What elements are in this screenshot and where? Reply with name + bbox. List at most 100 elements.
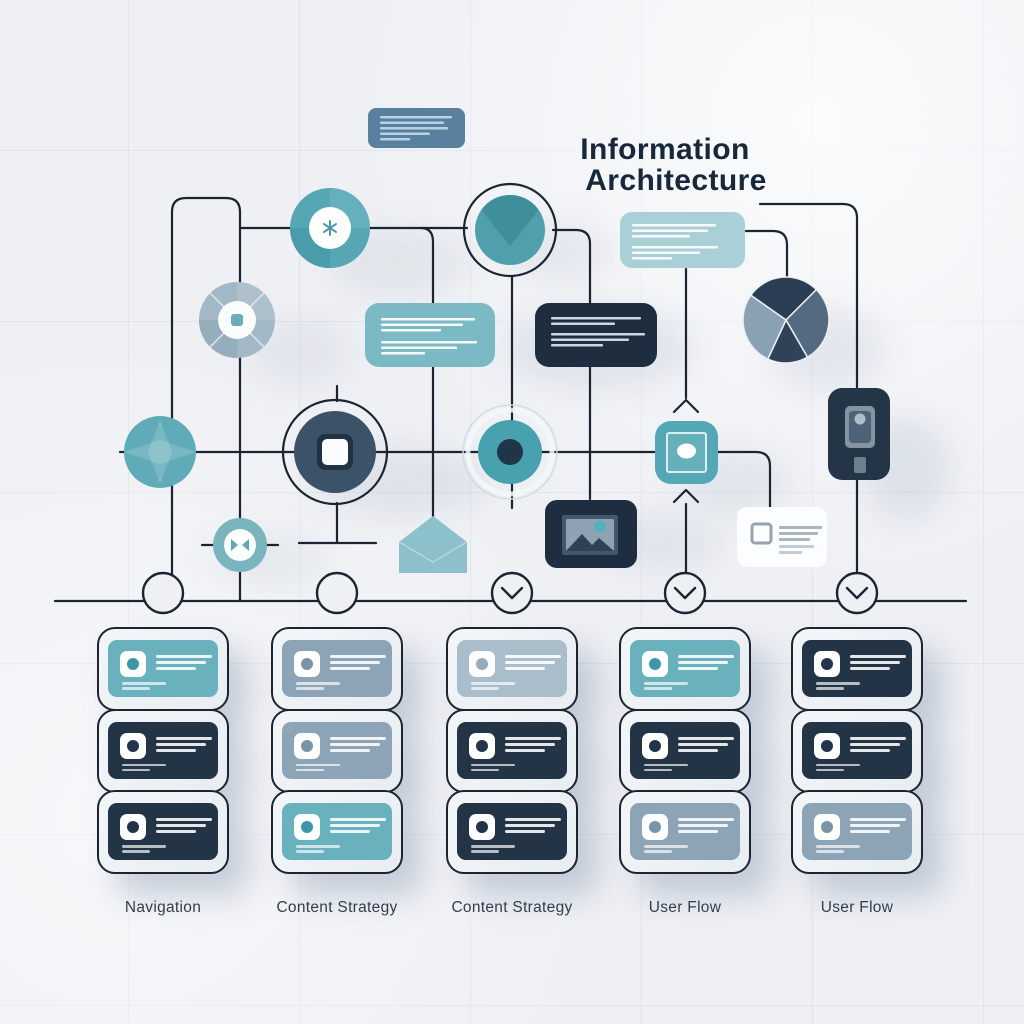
card-text-line bbox=[296, 845, 340, 848]
content-strategy-2-stack bbox=[446, 627, 578, 874]
connector-pie bbox=[744, 229, 789, 280]
card-face-dark bbox=[108, 721, 218, 779]
card-text-line bbox=[850, 667, 890, 670]
card-text-line bbox=[850, 736, 906, 740]
user-flow-1-card-1[interactable] bbox=[619, 627, 751, 711]
page-title: Information Architecture bbox=[540, 134, 790, 196]
card-text-line bbox=[505, 830, 545, 833]
navigation-label: Navigation bbox=[124, 899, 202, 916]
butterfly-node bbox=[213, 518, 267, 572]
card-face-bluegray bbox=[802, 803, 912, 860]
card-face-teal bbox=[282, 803, 392, 860]
content-strategy-2-label: Content Strategy bbox=[451, 899, 573, 916]
card-text-line bbox=[678, 667, 718, 670]
card-text-line bbox=[850, 818, 906, 821]
content-strategy-2-card-2[interactable] bbox=[446, 708, 578, 793]
content-strategy-1-label: Content Strategy bbox=[276, 899, 398, 916]
user-flow-1-card-2[interactable] bbox=[619, 708, 751, 793]
card-face-lightgray bbox=[457, 640, 567, 697]
card-avatar-icon bbox=[469, 732, 495, 759]
content-strategy-1-card-2[interactable] bbox=[271, 708, 403, 793]
card-text-line bbox=[644, 850, 672, 853]
divider-marker-1 bbox=[141, 571, 185, 615]
card-text-line bbox=[156, 655, 212, 658]
card-avatar-icon bbox=[814, 732, 840, 759]
cloud-icon bbox=[677, 443, 696, 459]
content-strategy-1-card-1[interactable] bbox=[271, 627, 403, 711]
card-avatar-icon bbox=[120, 814, 146, 840]
card-text-line bbox=[850, 824, 900, 827]
card-text-line bbox=[471, 845, 515, 848]
divider-marker-5 bbox=[835, 571, 879, 615]
card-text-line bbox=[156, 742, 206, 746]
card-text-line bbox=[816, 850, 844, 853]
card-text-line bbox=[156, 830, 196, 833]
arrow-up-icon bbox=[672, 488, 700, 504]
card-text-line bbox=[816, 687, 844, 690]
card-text-line bbox=[505, 818, 561, 821]
divider-marker-4 bbox=[663, 571, 707, 615]
card-text-line bbox=[122, 850, 150, 853]
card-text-line bbox=[644, 763, 688, 766]
connector-main-horizontal bbox=[118, 450, 772, 510]
card-face-dark bbox=[457, 803, 567, 860]
navigation-card-2[interactable] bbox=[97, 708, 229, 793]
card-avatar-icon bbox=[642, 651, 668, 677]
navigation-card-1[interactable] bbox=[97, 627, 229, 711]
card-text-line bbox=[156, 818, 212, 821]
user-flow-2-card-2[interactable] bbox=[791, 708, 923, 793]
card-face-bluegray bbox=[282, 640, 392, 697]
connector-phone bbox=[758, 202, 859, 577]
card-text-line bbox=[156, 748, 196, 752]
card-text-line bbox=[850, 830, 890, 833]
card-text-line bbox=[678, 736, 734, 740]
app-square-icon bbox=[750, 522, 773, 545]
card-avatar-icon bbox=[469, 651, 495, 677]
content-strategy-2-card-3[interactable] bbox=[446, 790, 578, 874]
card-text-line bbox=[678, 818, 734, 821]
butterfly-icon bbox=[231, 539, 249, 551]
card-text-line bbox=[156, 661, 206, 664]
card-text-line bbox=[296, 763, 340, 766]
phone-device bbox=[828, 388, 890, 480]
card-text-line bbox=[296, 687, 324, 690]
navigation-card-3[interactable] bbox=[97, 790, 229, 874]
divider-marker-3 bbox=[490, 571, 534, 615]
user-flow-1-card-3[interactable] bbox=[619, 790, 751, 874]
card-text-line bbox=[505, 655, 561, 658]
user-flow-2-stack bbox=[791, 627, 923, 874]
flower-hub-node bbox=[290, 188, 370, 268]
card-text-line bbox=[850, 748, 890, 752]
card-avatar-icon bbox=[814, 814, 840, 840]
card-avatar-icon bbox=[469, 814, 495, 840]
card-text-line bbox=[678, 661, 728, 664]
card-text-line bbox=[330, 667, 370, 670]
card-text-line bbox=[330, 818, 386, 821]
card-text-line bbox=[122, 763, 166, 766]
card-text-line bbox=[816, 845, 860, 848]
card-text-line bbox=[296, 682, 340, 685]
flower-icon bbox=[323, 220, 337, 236]
card-avatar-icon bbox=[642, 732, 668, 759]
card-text-line bbox=[644, 682, 688, 685]
card-face-teal bbox=[108, 640, 218, 697]
card-text-line bbox=[156, 667, 196, 670]
card-text-line bbox=[471, 682, 515, 685]
content-strategy-1-card-3[interactable] bbox=[271, 790, 403, 874]
contact-card-node bbox=[737, 507, 827, 567]
card-text-line bbox=[330, 655, 386, 658]
user-flow-1-stack bbox=[619, 627, 751, 874]
card-text-line bbox=[505, 661, 555, 664]
compass-node bbox=[124, 416, 196, 488]
user-flow-2-card-1[interactable] bbox=[791, 627, 923, 711]
chevron-down-icon bbox=[845, 586, 869, 600]
card-face-dark bbox=[802, 721, 912, 779]
connector-left-loop bbox=[170, 196, 242, 603]
content-strategy-2-card-1[interactable] bbox=[446, 627, 578, 711]
card-face-bluegray bbox=[282, 721, 392, 779]
user-flow-2-card-3[interactable] bbox=[791, 790, 923, 874]
note-box-top bbox=[368, 108, 465, 148]
card-text-line bbox=[471, 687, 499, 690]
